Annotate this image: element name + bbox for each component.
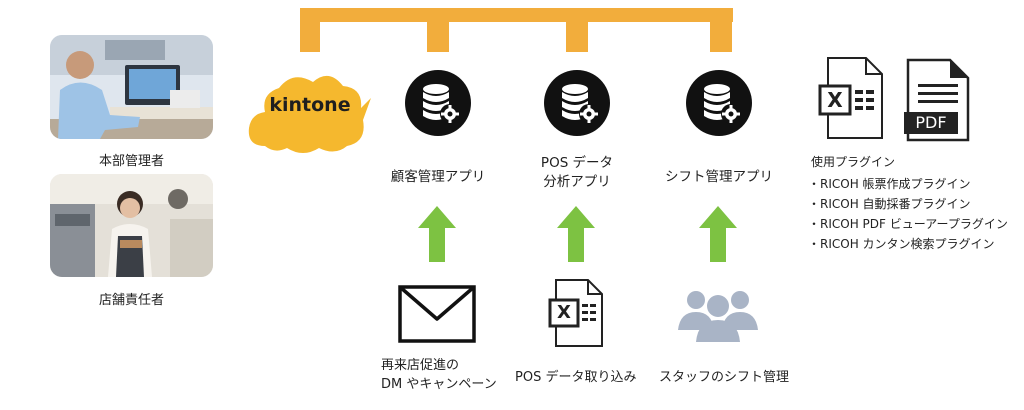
role-label-hq: 本部管理者 bbox=[98, 154, 164, 169]
app-label-pos: POS データ 分析アプリ bbox=[517, 154, 637, 192]
up-arrow-icon bbox=[699, 206, 737, 266]
excel-letter: X bbox=[557, 302, 571, 323]
kintone-cloud: kintone bbox=[243, 58, 373, 158]
app-label-pos-line1: POS データ bbox=[540, 155, 614, 171]
plugin-item: ・RICOH 自動採番プラグイン bbox=[808, 197, 971, 211]
staff-group-icon bbox=[676, 286, 760, 346]
plugin-list-title: 使用プラグイン bbox=[811, 155, 896, 169]
headquarters-manager-photo bbox=[50, 35, 213, 139]
up-arrow-icon bbox=[418, 206, 456, 266]
app-label-customer-line1: 顧客管理アプリ bbox=[390, 169, 486, 185]
connector-drop-app-2 bbox=[566, 8, 588, 52]
source-label-shift: スタッフのシフト管理 bbox=[659, 370, 790, 385]
up-arrow-icon bbox=[557, 206, 595, 266]
envelope-icon bbox=[398, 285, 476, 347]
plugin-item: ・RICOH 帳票作成プラグイン bbox=[808, 177, 971, 191]
customer-app-icon bbox=[405, 70, 471, 136]
source-label-dm-line1: 再来店促進の bbox=[381, 358, 460, 373]
excel-file-icon: X bbox=[548, 278, 604, 352]
connector-drop-app-1 bbox=[427, 8, 449, 52]
app-label-shift: シフト管理アプリ bbox=[659, 168, 779, 187]
excel-letter-output: X bbox=[827, 88, 843, 112]
connector-drop-kintone bbox=[300, 8, 320, 52]
app-label-pos-line2: 分析アプリ bbox=[543, 174, 611, 190]
pdf-file-icon: PDF bbox=[904, 58, 970, 146]
shift-app-icon bbox=[686, 70, 752, 136]
connector-top-bar bbox=[300, 8, 733, 22]
pdf-label: PDF bbox=[915, 113, 947, 132]
app-label-shift-line1: シフト管理アプリ bbox=[665, 169, 773, 185]
source-label-dm-line2: DM やキャンペーン bbox=[381, 377, 497, 392]
excel-file-icon: X bbox=[818, 56, 884, 144]
plugin-item: ・RICOH PDF ビューアープラグイン bbox=[808, 217, 1008, 231]
app-label-customer: 顧客管理アプリ bbox=[378, 168, 498, 187]
store-manager-photo bbox=[50, 174, 213, 277]
plugin-item: ・RICOH カンタン検索プラグイン bbox=[808, 237, 995, 251]
role-label-store: 店舗責任者 bbox=[98, 293, 164, 308]
connector-drop-app-3 bbox=[710, 8, 732, 52]
pos-analysis-app-icon bbox=[544, 70, 610, 136]
kintone-logo-text: kintone bbox=[269, 94, 351, 116]
source-label-dm: 再来店促進の DM やキャンペーン bbox=[381, 356, 497, 394]
source-label-pos: POS データ取り込み bbox=[515, 370, 637, 385]
